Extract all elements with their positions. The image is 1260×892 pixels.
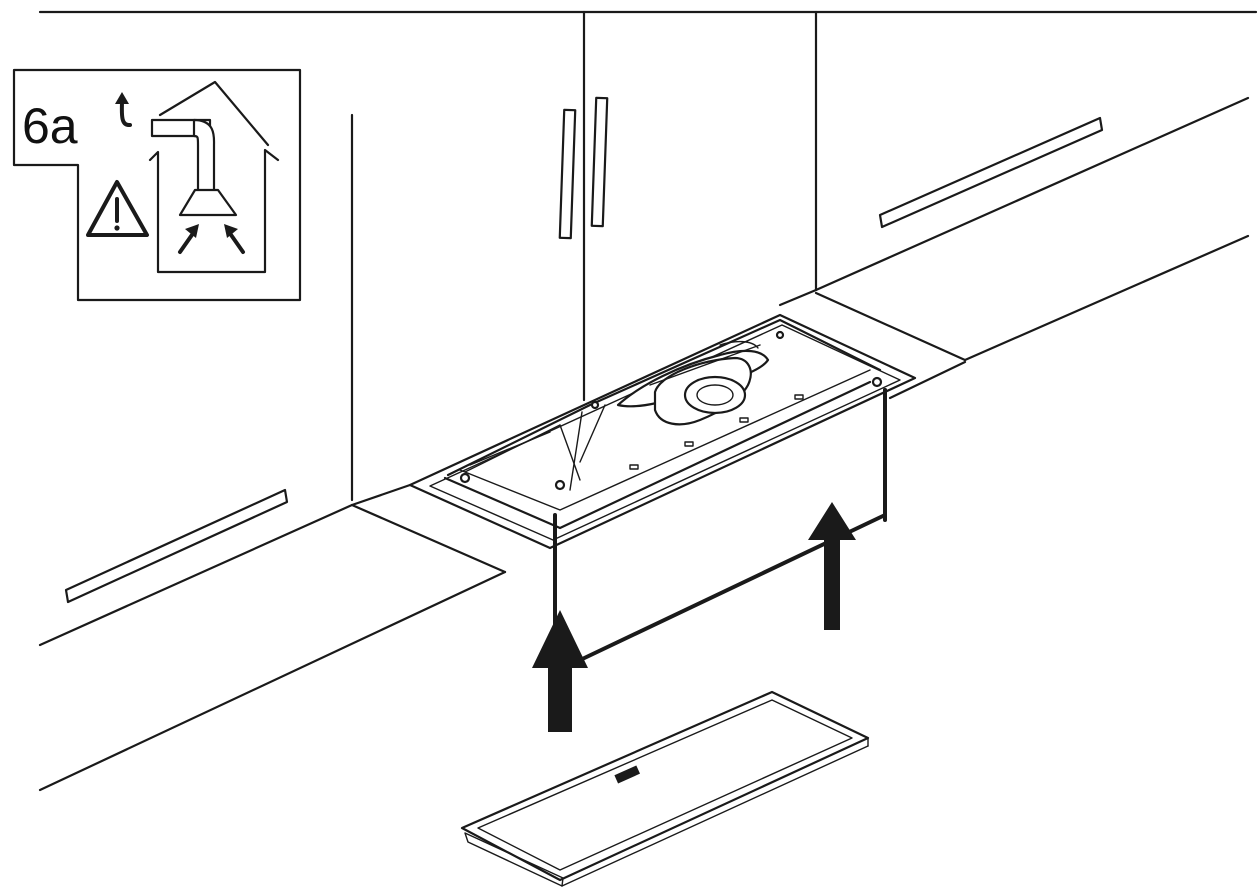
up-arrow-icon [808,502,856,630]
cabinet-handles [64,96,1104,604]
motor-housing [616,340,770,426]
warning-triangle-icon [86,180,149,237]
step-label: 6a [22,98,78,154]
grease-filter-panel [460,690,870,887]
cooker-hood-unit [408,313,917,674]
up-arrow-icon [532,610,588,732]
lift-arrows [532,502,856,732]
ducted-extraction-icon [115,80,280,274]
wall-cabinets [38,10,1258,792]
instruction-panel: 6a [12,68,302,302]
